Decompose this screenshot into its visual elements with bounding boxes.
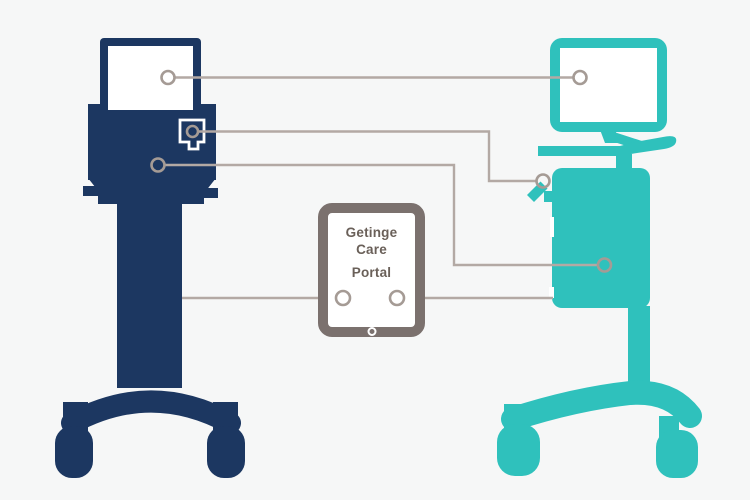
teal-device-silhouette	[497, 38, 702, 478]
navy-column	[117, 202, 182, 388]
portal-label-line2: Care	[356, 242, 387, 257]
teal-shelf-post	[616, 154, 632, 170]
navy-device-silhouette	[55, 38, 245, 478]
navy-side-knob-right	[204, 188, 218, 198]
teal-monitor-screen	[560, 48, 657, 122]
navy-base-arch	[61, 390, 241, 434]
navy-side-knob-left	[83, 186, 98, 196]
connection-line-body-to-body	[164, 163, 598, 267]
teal-device-body	[552, 168, 650, 308]
navy-caster-wheel-right	[207, 426, 245, 478]
teal-body-notch-upper	[550, 217, 554, 237]
tablet-screen: Getinge Care Portal	[328, 213, 415, 327]
module-connector-icon	[178, 118, 206, 151]
navy-body-base	[98, 188, 204, 204]
teal-base-arch	[501, 380, 702, 431]
teal-side-tab	[544, 191, 554, 202]
care-portal-tablet: Getinge Care Portal	[318, 203, 425, 337]
navy-caster-wheel-left	[55, 426, 93, 478]
portal-label-line3: Portal	[351, 265, 392, 280]
teal-caster-wheel-left	[497, 424, 540, 476]
teal-column	[628, 306, 650, 390]
portal-label-line1: Getinge	[345, 225, 398, 240]
connection-lines	[164, 76, 598, 300]
teal-shelf-and-handle	[538, 136, 677, 156]
tablet-home-button-icon	[367, 327, 376, 336]
connection-line-connector-to-body	[198, 130, 537, 183]
teal-caster-wheel-right	[656, 430, 698, 478]
teal-body-notch-lower	[549, 287, 554, 298]
